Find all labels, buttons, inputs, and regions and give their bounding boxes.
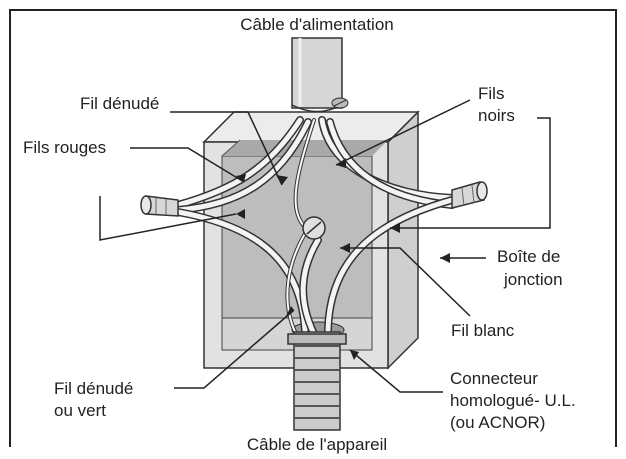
label-black-wires-line1: Fils [478,84,504,103]
label-connector-line3: (ou ACNOR) [450,413,545,432]
label-red-wires: Fils rouges [23,138,106,157]
label-white-wire: Fil blanc [451,321,515,340]
label-appliance-cable: Câble de l'appareil [247,435,387,454]
label-bare-or-green-line2: ou vert [54,401,106,420]
appliance-conduit [287,331,347,431]
wire-nut-left [140,195,179,217]
label-black-wires-line2: noirs [478,106,515,125]
supply-conduit [291,37,343,113]
leader-lines [99,99,551,393]
label-supply-cable: Câble d'alimentation [240,15,394,34]
label-connector-line1: Connecteur [450,369,538,388]
label-bare-wire-top: Fil dénudé [80,94,159,113]
label-junction-box-line2: jonction [503,270,563,289]
wire-nut-right [451,181,488,209]
label-bare-or-green-line1: Fil dénudé [54,379,133,398]
arrow-heads [236,158,450,360]
ground-screw [302,216,326,240]
label-connector-line2: homologué- U.L. [450,391,576,410]
wires [174,116,456,338]
frame-border [9,9,617,447]
label-junction-box-line1: Boîte de [497,247,560,266]
